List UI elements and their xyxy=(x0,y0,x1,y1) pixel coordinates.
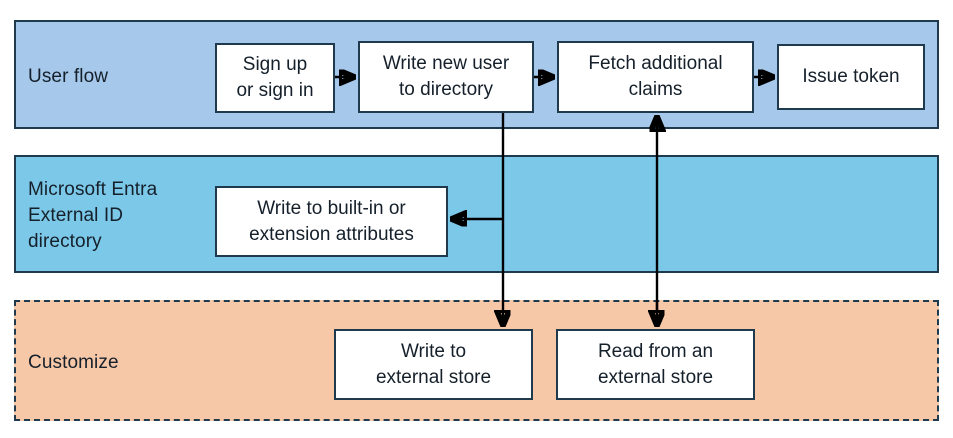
swimlane-label-user-flow: User flow xyxy=(28,66,109,87)
node-write-new-user-to-directory[interactable]: Write new user to directory xyxy=(358,41,534,113)
node-fetch-additional-claims[interactable]: Fetch additional claims xyxy=(557,41,754,113)
node-sign-up-or-sign-in[interactable]: Sign up or sign in xyxy=(215,43,335,113)
swimlane-label-directory: Microsoft Entra External ID directory xyxy=(28,179,158,252)
node-read-from-an-external-store[interactable]: Read from an external store xyxy=(556,329,755,400)
node-write-to-external-store[interactable]: Write to external store xyxy=(334,329,533,400)
swimlane-band-directory xyxy=(14,155,939,273)
swimlane-label-customize: Customize xyxy=(28,352,119,373)
node-issue-token[interactable]: Issue token xyxy=(777,44,925,110)
node-write-to-built-in-or-extension-attributes[interactable]: Write to built-in or extension attribute… xyxy=(215,186,448,257)
